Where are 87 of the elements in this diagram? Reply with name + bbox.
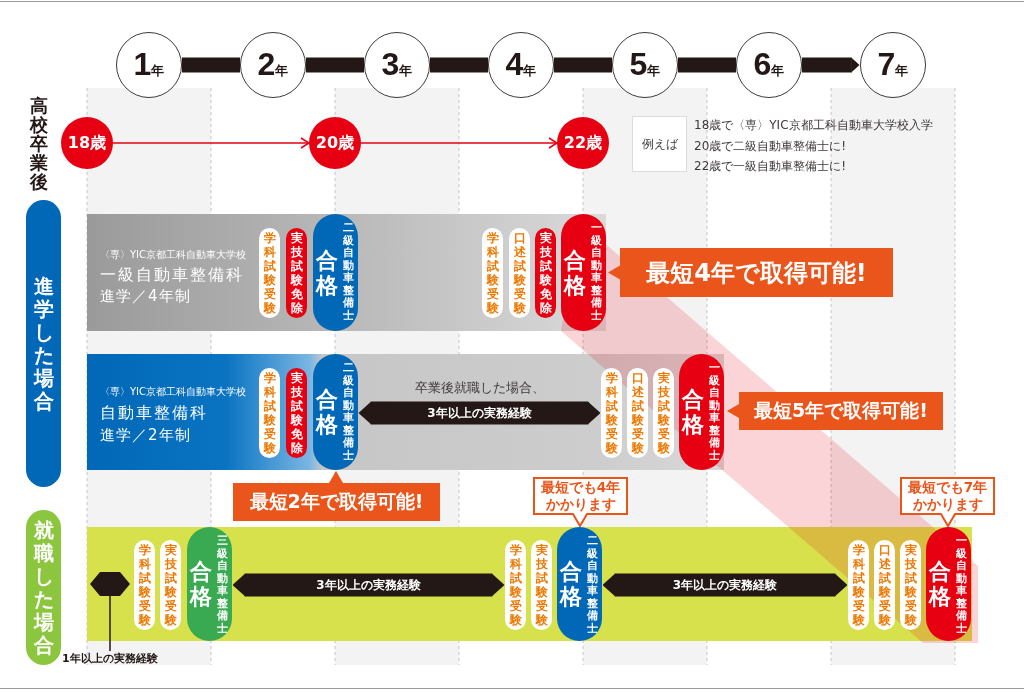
exam-pill: 学科試験受験	[848, 540, 869, 630]
pass-text: 合格	[559, 559, 583, 609]
exam-pill: 学科試験受験	[482, 228, 503, 318]
pass-pill	[313, 354, 358, 470]
certificate-name: 一級自動車整備士	[589, 222, 603, 322]
edge-label: 3年以上の実務経験	[427, 405, 532, 421]
pass-text: 合格	[315, 247, 339, 298]
year-circle: 5年	[612, 32, 678, 98]
double-arrow	[358, 401, 601, 425]
arrow	[112, 137, 310, 149]
year-circle: 7年	[860, 32, 926, 98]
employment-band	[87, 527, 972, 641]
callout-bubble: 最短2年で取得可能!	[233, 471, 440, 521]
certificate-name: 一級自動車整備士	[707, 362, 721, 462]
exam-pill: 学科試験受験	[134, 540, 155, 630]
timeline-bar	[430, 57, 488, 73]
pass-text: 合格	[928, 559, 952, 609]
course-band	[87, 354, 724, 470]
pass-text: 合格	[681, 387, 705, 437]
double-arrow	[602, 573, 848, 597]
timeline-bar	[678, 57, 736, 73]
certificate-name: 二級自動車整備士	[585, 535, 599, 635]
school-name: 〈専〉YIC京都工科自動車大学校	[100, 385, 247, 398]
certificate-name: 一級自動車整備士	[954, 535, 968, 635]
exam-pill: 口述試験受験	[874, 540, 895, 630]
double-arrow	[232, 573, 505, 597]
year-circle: 3年	[364, 32, 430, 98]
course-name: 一級自動車整備科	[100, 265, 244, 285]
hexagon-marker	[90, 572, 130, 596]
exam-pill: 実技試験免除	[535, 228, 556, 318]
exam-pill: 学科試験受験	[259, 368, 280, 458]
year-circle: 1年	[116, 32, 182, 98]
example-line: 18歳で〈専〉YIC京都工科自動車大学校入学	[694, 117, 933, 134]
course-duration: 進学／4年制	[100, 287, 191, 306]
timeline-bar	[306, 57, 364, 73]
exam-pill: 実技試験受験	[900, 540, 921, 630]
edge-label: 3年以上の実務経験	[316, 577, 421, 593]
year-circle: 4年	[488, 32, 554, 98]
exam-pill: 実技試験免除	[286, 368, 307, 458]
exam-pill: 実技試験免除	[286, 228, 307, 318]
timeline-bar	[802, 57, 860, 73]
pass-text: 合格	[563, 247, 587, 298]
callout-bubble: 最短でも7年かかります	[900, 477, 995, 527]
year-circle: 6年	[736, 32, 802, 98]
course-duration: 進学／2年制	[100, 426, 191, 445]
row-heading: 高校卒業後	[28, 96, 49, 191]
exam-pill: 学科試験受験	[259, 228, 280, 318]
callout-bubble: 最短でも4年かかります	[533, 477, 628, 527]
year-circle: 2年	[240, 32, 306, 98]
certificate-name: 三級自動車整備士	[215, 535, 229, 635]
exam-pill: 実技試験受験	[531, 540, 552, 630]
arrow	[360, 137, 558, 149]
category-pill: 就職した場合	[26, 510, 61, 665]
example-line: 20歳で二級自動車整備士に!	[694, 138, 847, 155]
exam-pill: 実技試験受験	[653, 368, 674, 458]
exam-pill: 口述試験受験	[627, 368, 648, 458]
leader-line	[109, 595, 111, 652]
callout-bubble: 最短5年で取得可能!	[727, 392, 943, 430]
category-pill: 進学した場合	[26, 200, 61, 487]
pass-pill	[557, 527, 602, 641]
arrow-caption: 卒業後就職した場合、	[415, 379, 545, 396]
exam-pill: 学科試験受験	[601, 368, 622, 458]
example-box: 例えば	[632, 116, 687, 172]
pass-pill	[561, 214, 606, 331]
timeline-bar	[182, 57, 240, 73]
exam-pill: 実技試験受験	[160, 540, 181, 630]
certificate-name: 二級自動車整備士	[341, 222, 355, 322]
course-name: 自動車整備科	[100, 403, 208, 423]
exam-pill: 口述試験受験	[509, 228, 530, 318]
example-line: 22歳で一級自動車整備士に!	[694, 158, 847, 175]
pass-text: 合格	[189, 559, 213, 609]
timeline-bar	[554, 57, 612, 73]
edge-label: 3年以上の実務経験	[672, 577, 778, 593]
course-band	[87, 214, 606, 331]
note-text: 1年以上の実務経験	[62, 651, 158, 666]
school-name: 〈専〉YIC京都工科自動車大学校	[100, 248, 247, 261]
pass-text: 合格	[315, 387, 339, 437]
age-circle: 20歳	[309, 117, 361, 169]
pass-pill	[679, 354, 724, 470]
pass-pill	[926, 527, 971, 641]
pass-pill	[187, 527, 232, 641]
callout-bubble: 最短4年で取得可能!	[608, 248, 893, 297]
pass-pill	[313, 214, 358, 331]
age-circle: 22歳	[557, 117, 609, 169]
certificate-name: 二級自動車整備士	[341, 362, 355, 462]
exam-pill: 学科試験受験	[505, 540, 526, 630]
age-circle: 18歳	[61, 117, 113, 169]
